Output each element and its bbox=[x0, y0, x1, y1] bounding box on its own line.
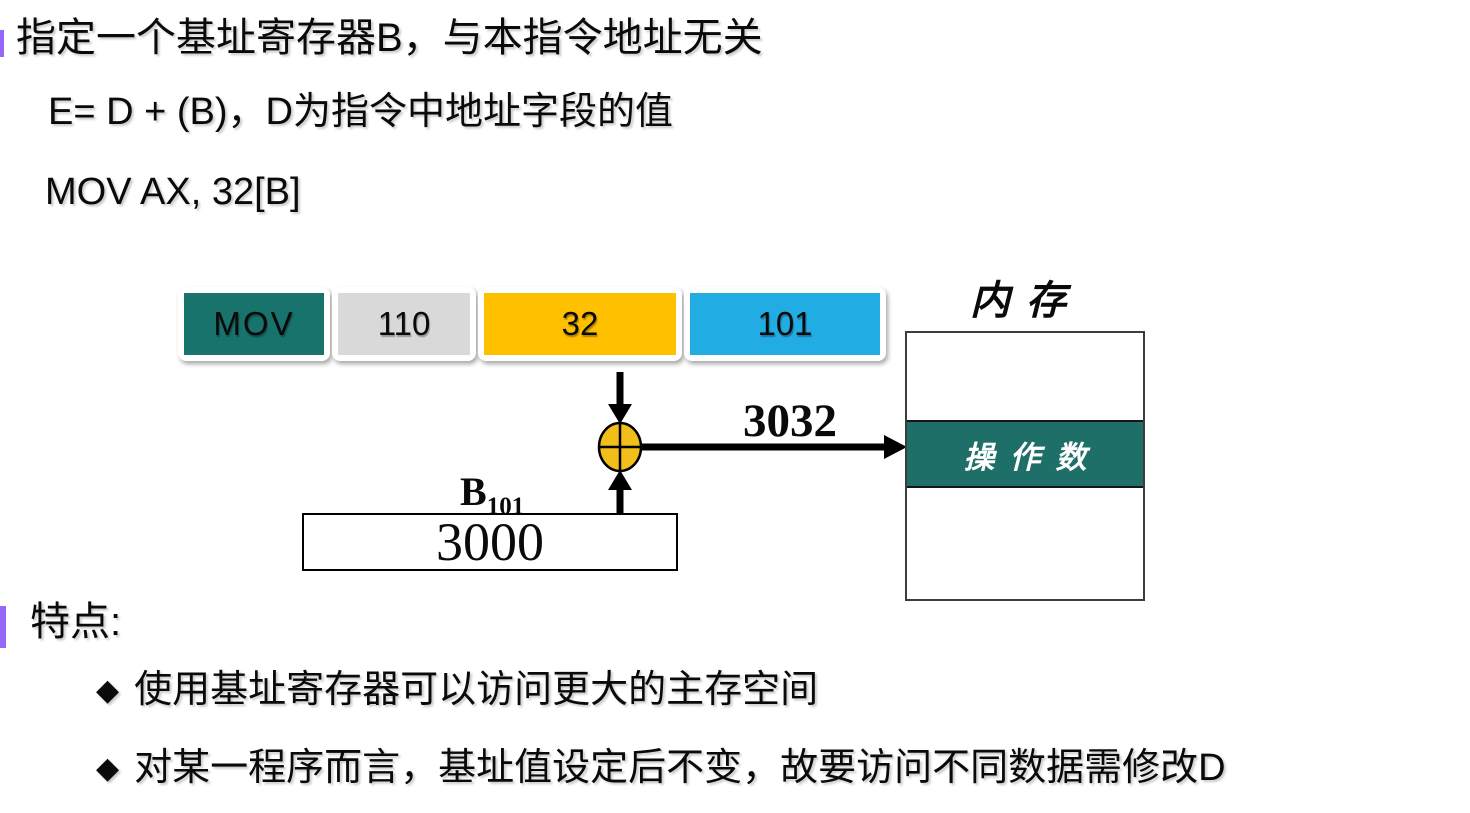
instruction-field-displacement-value: 32 bbox=[484, 293, 676, 355]
base-register-value-box: 3000 bbox=[302, 513, 678, 571]
example-instruction-text: MOV AX, 32[B] bbox=[45, 171, 301, 213]
list-bullet-marker bbox=[0, 30, 4, 57]
instruction-format: MOV 110 32 101 bbox=[178, 287, 886, 361]
features-heading: 特点: bbox=[30, 600, 122, 644]
instruction-field-base-value: 101 bbox=[690, 293, 880, 355]
feature-item: ◆ 使用基址寄存器可以访问更大的主存空间 bbox=[96, 668, 818, 714]
up-arrow bbox=[608, 470, 632, 513]
instruction-field-opcode: MOV bbox=[178, 287, 330, 361]
memory-cell-empty-bottom bbox=[907, 488, 1143, 599]
instruction-field-base: 101 bbox=[684, 287, 886, 361]
intro-text: 指定一个基址寄存器B，与本指令地址无关 bbox=[16, 16, 763, 60]
instruction-field-register-value: 110 bbox=[338, 293, 470, 355]
instruction-field-register: 110 bbox=[332, 287, 476, 361]
diamond-bullet-icon: ◆ bbox=[96, 751, 120, 785]
feature-item-text: 对某一程序而言，基址值设定后不变，故要访问不同数据需修改D bbox=[134, 747, 1226, 789]
adder-plus-icon bbox=[597, 421, 643, 473]
instruction-field-displacement: 32 bbox=[478, 287, 682, 361]
memory-box: 操作数 bbox=[905, 331, 1145, 601]
feature-item: ◆ 对某一程序而言，基址值设定后不变，故要访问不同数据需修改D bbox=[96, 746, 1226, 792]
memory-title: 内存 bbox=[970, 277, 1082, 324]
list-bullet-marker bbox=[0, 606, 6, 648]
down-arrow bbox=[608, 372, 632, 424]
memory-cell-empty-top bbox=[907, 333, 1143, 420]
effective-address-label: 3032 bbox=[743, 395, 837, 447]
base-register-name: B bbox=[460, 469, 487, 514]
instruction-field-opcode-value: MOV bbox=[184, 293, 324, 355]
formula-text: E= D + (B)，D为指令中地址字段的值 bbox=[48, 91, 673, 133]
feature-item-text: 使用基址寄存器可以访问更大的主存空间 bbox=[134, 669, 819, 711]
memory-operand-row: 操作数 bbox=[907, 420, 1143, 488]
diamond-bullet-icon: ◆ bbox=[96, 673, 120, 707]
